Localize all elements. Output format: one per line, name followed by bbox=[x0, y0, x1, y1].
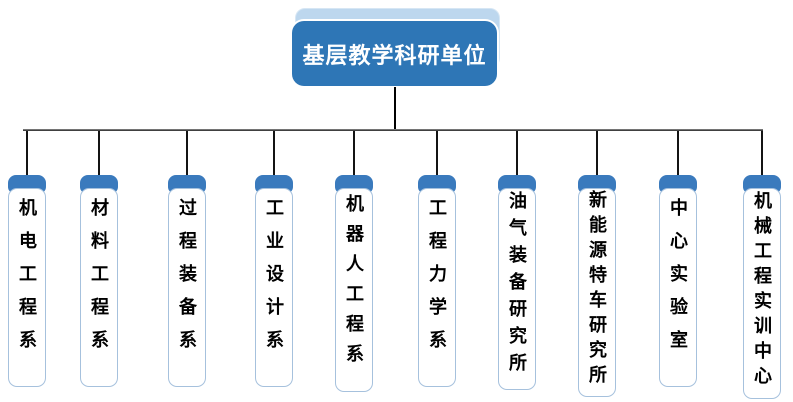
department-node-zhongxin: 中心实验室 bbox=[659, 175, 697, 387]
connector-drop bbox=[273, 131, 275, 176]
department-node-xinnengyuan: 新能源特车研究所 bbox=[578, 175, 616, 397]
root-node-label: 基层教学科研单位 bbox=[302, 42, 487, 68]
node-label: 机械工程实训中心 bbox=[752, 190, 772, 391]
node-label: 工业设计系 bbox=[264, 198, 284, 363]
node-body: 工业设计系 bbox=[255, 188, 293, 387]
node-label: 机器人工程系 bbox=[344, 194, 364, 374]
node-body: 中心实验室 bbox=[659, 188, 697, 387]
department-node-guocheng: 过程装备系 bbox=[168, 175, 206, 387]
node-body: 过程装备系 bbox=[168, 188, 206, 387]
department-node-cailiao: 材料工程系 bbox=[80, 175, 118, 387]
department-node-gongye: 工业设计系 bbox=[255, 175, 293, 387]
connector-drop bbox=[596, 131, 598, 176]
connector-drop bbox=[26, 131, 28, 176]
connector-drop bbox=[353, 131, 355, 176]
connector-drop bbox=[677, 131, 679, 176]
node-body: 新能源特车研究所 bbox=[578, 188, 616, 397]
node-label: 机电工程系 bbox=[17, 198, 37, 363]
node-body: 材料工程系 bbox=[80, 188, 118, 387]
connector-drop bbox=[436, 131, 438, 176]
node-label: 工程力学系 bbox=[427, 198, 447, 363]
node-label: 中心实验室 bbox=[668, 198, 688, 363]
connector-drop bbox=[98, 131, 100, 176]
node-label: 新能源特车研究所 bbox=[587, 189, 607, 390]
node-body: 油气装备研究所 bbox=[498, 188, 536, 390]
node-label: 过程装备系 bbox=[177, 198, 197, 363]
connector-drop bbox=[516, 131, 518, 176]
node-label: 油气装备研究所 bbox=[507, 190, 527, 380]
node-body: 机电工程系 bbox=[8, 188, 46, 387]
department-node-jidian: 机电工程系 bbox=[8, 175, 46, 387]
connector-drop bbox=[186, 131, 188, 176]
node-body: 机械工程实训中心 bbox=[743, 188, 781, 399]
department-node-youqi: 油气装备研究所 bbox=[498, 175, 536, 390]
node-body: 工程力学系 bbox=[418, 188, 456, 387]
department-node-shixun: 机械工程实训中心 bbox=[743, 175, 781, 399]
connector-trunk bbox=[394, 87, 396, 129]
node-body: 机器人工程系 bbox=[335, 188, 373, 392]
node-label: 材料工程系 bbox=[89, 198, 109, 363]
department-node-lixue: 工程力学系 bbox=[418, 175, 456, 387]
department-node-jiqiren: 机器人工程系 bbox=[335, 175, 373, 392]
connector-rail bbox=[23, 129, 763, 131]
root-node: 基层教学科研单位 bbox=[292, 21, 497, 86]
connector-drop bbox=[761, 131, 763, 176]
